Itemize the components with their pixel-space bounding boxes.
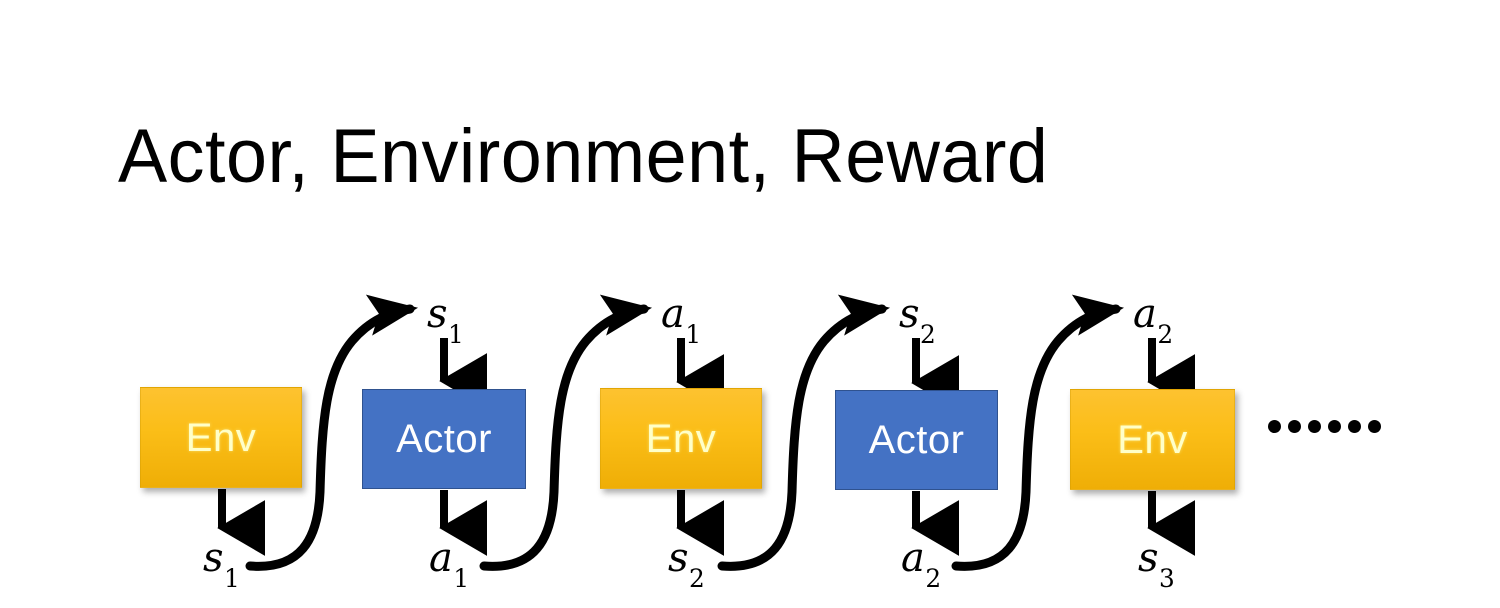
node-env-2[interactable]: Env <box>600 388 762 489</box>
label-subscript: 3 <box>1159 564 1175 594</box>
curve-s2-to-top-s2 <box>717 294 891 571</box>
label-top-s2: s2 <box>899 291 936 347</box>
curved-connectors <box>245 294 1125 571</box>
node-label: Env <box>185 415 257 460</box>
label-subscript: 2 <box>925 564 942 594</box>
ellipsis-dot <box>1328 420 1341 433</box>
label-base: a <box>429 535 453 581</box>
label-subscript: 1 <box>685 320 702 350</box>
curve-s1-to-top-s1 <box>245 294 419 571</box>
ellipsis-dot <box>1268 420 1281 433</box>
node-label: Actor <box>868 418 965 462</box>
node-env-3[interactable]: Env <box>1070 389 1235 490</box>
label-top-a2: a2 <box>1133 291 1173 347</box>
label-bottom-a2: a2 <box>901 535 941 591</box>
node-actor-1[interactable]: Actor <box>362 389 526 489</box>
label-subscript: 2 <box>1157 320 1174 350</box>
label-subscript: 2 <box>689 564 705 594</box>
label-subscript: 1 <box>448 320 464 350</box>
node-label: Actor <box>396 417 492 461</box>
down-arrows-out-of-boxes <box>217 489 1196 556</box>
node-env-1[interactable]: Env <box>140 387 302 488</box>
label-base: s <box>1138 535 1159 581</box>
label-base: a <box>661 291 685 337</box>
label-base: s <box>203 535 224 581</box>
down-arrows-into-boxes <box>439 338 1196 411</box>
ellipsis-dot-group-1 <box>1268 420 1321 433</box>
ellipsis-dot-group-2 <box>1328 420 1381 433</box>
ellipsis-dot <box>1288 420 1301 433</box>
label-bottom-s3: s3 <box>1138 535 1175 591</box>
curve-a2-to-top-a2 <box>951 294 1125 571</box>
label-base: s <box>427 291 448 337</box>
label-base: s <box>899 291 920 337</box>
label-subscript: 2 <box>920 320 936 350</box>
label-base: s <box>668 535 689 581</box>
label-base: a <box>901 535 925 581</box>
label-subscript: 1 <box>453 564 470 594</box>
label-bottom-s1: s1 <box>203 535 240 591</box>
label-top-a1: a1 <box>661 291 701 347</box>
label-base: a <box>1133 291 1157 337</box>
curve-a1-to-top-a1 <box>479 294 653 571</box>
node-label: Env <box>645 416 717 461</box>
page-title: Actor, Environment, Reward <box>118 114 1049 199</box>
node-actor-2[interactable]: Actor <box>835 390 998 490</box>
label-top-s1: s1 <box>427 291 464 347</box>
ellipsis-dot <box>1348 420 1361 433</box>
label-subscript: 1 <box>224 564 240 594</box>
node-label: Env <box>1117 417 1188 462</box>
trailing-ellipsis-icon <box>1268 420 1381 433</box>
ellipsis-dot <box>1308 420 1321 433</box>
label-bottom-s2: s2 <box>668 535 705 591</box>
ellipsis-dot <box>1368 420 1381 433</box>
label-bottom-a1: a1 <box>429 535 469 591</box>
